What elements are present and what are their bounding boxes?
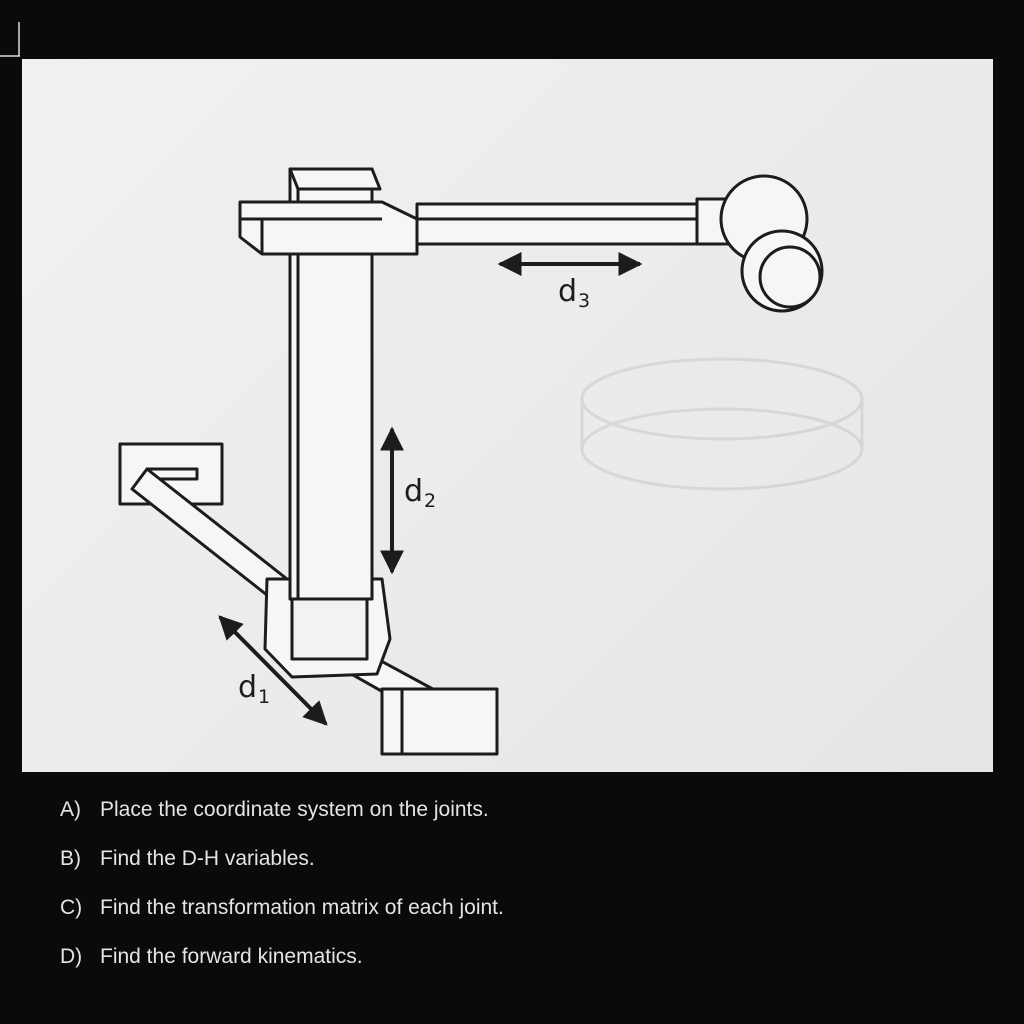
question-text: Find the forward kinematics. [100,945,363,968]
question-text: Find the transformation matrix of each j… [100,896,504,919]
robot-diagram [118,167,864,756]
d1-arrow [218,615,328,726]
diagram-photo: d3 d2 d1 [22,59,993,772]
question-list: A) Place the coordinate system on the jo… [60,798,990,994]
vertical-column [288,167,382,601]
question-item: C) Find the transformation matrix of eac… [60,896,990,945]
question-letter: D) [60,945,83,968]
question-text: Place the coordinate system on the joint… [100,798,489,821]
wrist [695,174,824,313]
question-item: A) Place the coordinate system on the jo… [60,798,990,847]
base-rail [118,442,499,756]
prismatic-joint-2 [238,200,419,256]
corner-mark [0,22,20,57]
question-letter: A) [60,798,81,821]
question-item: D) Find the forward kinematics. [60,945,990,994]
question-letter: B) [60,847,81,870]
question-letter: C) [60,896,83,919]
d1-label: d1 [238,670,271,708]
horizontal-arm [415,202,714,246]
d3-label: d3 [558,274,591,312]
question-item: B) Find the D-H variables. [60,847,990,896]
question-text: Find the D-H variables. [100,847,315,870]
d2-label: d2 [404,474,437,512]
